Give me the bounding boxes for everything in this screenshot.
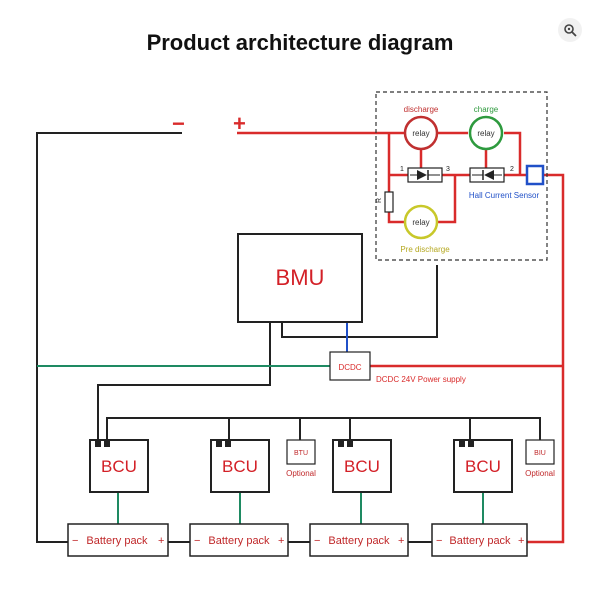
charge-relay-label: charge xyxy=(474,105,499,114)
bmu-box xyxy=(237,233,363,323)
dcdc-label: DCDC xyxy=(338,363,361,372)
hall-sensor-box xyxy=(525,164,545,186)
battery-pack-2-minus: − xyxy=(194,535,200,547)
discharge-relay-text: relay xyxy=(412,129,429,138)
pre-discharge-relay: relay Pre discharge xyxy=(400,204,450,254)
battery-pack-3-plus: + xyxy=(398,535,404,547)
battery-pack-2: − Battery pack + xyxy=(189,523,289,557)
zoom-button[interactable] xyxy=(558,18,582,42)
btu-optional-label: Optional xyxy=(286,469,316,478)
battery-pack-3: − Battery pack + xyxy=(309,523,409,557)
relay-enclosure xyxy=(375,91,548,261)
magnifier-icon xyxy=(564,24,577,37)
resistor-label: R xyxy=(376,198,383,203)
bcu-1-label: BCU xyxy=(101,457,137,476)
battery-pack-1-label: Battery pack xyxy=(86,535,148,547)
battery-pack-3-minus: − xyxy=(314,535,320,547)
biu-module: BIU Optional xyxy=(525,439,555,478)
diode-discharge xyxy=(407,167,443,183)
bmu-label: BMU xyxy=(276,265,325,290)
biu-label: BIU xyxy=(534,450,546,457)
charge-relay: charge relay xyxy=(468,105,504,151)
battery-pack-1-plus: + xyxy=(158,535,164,547)
battery-pack-4: − Battery pack + xyxy=(431,523,528,557)
pin-1-label: 1 xyxy=(400,166,404,173)
bcu-2: BCU xyxy=(210,439,270,493)
battery-pack-1: − Battery pack + xyxy=(67,523,169,557)
pin-2-label: 2 xyxy=(510,166,514,173)
pre-discharge-relay-label: Pre discharge xyxy=(400,245,450,254)
battery-pack-4-plus: + xyxy=(518,535,524,547)
black-wires xyxy=(36,132,541,543)
battery-pack-2-plus: + xyxy=(278,535,284,547)
btu-module: BTU Optional xyxy=(286,439,316,478)
battery-pack-3-label: Battery pack xyxy=(328,535,390,547)
battery-pack-4-label: Battery pack xyxy=(449,535,511,547)
green-wires xyxy=(37,365,484,524)
discharge-relay: discharge relay xyxy=(404,105,439,151)
bcu-4: BCU xyxy=(453,439,513,493)
pin-3-label: 3 xyxy=(446,166,450,173)
discharge-relay-label: discharge xyxy=(404,105,439,114)
diagram-title: Product architecture diagram xyxy=(147,30,454,55)
charge-relay-text: relay xyxy=(477,129,494,138)
dcdc-box xyxy=(329,351,371,381)
bcu-3: BCU xyxy=(332,439,392,493)
bcu-4-label: BCU xyxy=(465,457,501,476)
diode-charge xyxy=(469,167,505,183)
hall-sensor-label: Hall Current Sensor xyxy=(469,191,540,200)
battery-pack-4-minus: − xyxy=(436,535,442,547)
biu-optional-label: Optional xyxy=(525,469,555,478)
btu-label: BTU xyxy=(294,450,308,457)
bcu-3-label: BCU xyxy=(344,457,380,476)
bcu-1: BCU xyxy=(89,439,149,493)
negative-terminal-label: − xyxy=(172,111,185,136)
pre-discharge-relay-text: relay xyxy=(412,218,429,227)
positive-terminal-label: + xyxy=(233,111,246,136)
resistor: R xyxy=(376,191,394,213)
battery-pack-1-minus: − xyxy=(72,535,78,547)
bcu-2-label: BCU xyxy=(222,457,258,476)
battery-pack-2-label: Battery pack xyxy=(208,535,270,547)
dcdc-supply-label: DCDC 24V Power supply xyxy=(376,375,466,384)
